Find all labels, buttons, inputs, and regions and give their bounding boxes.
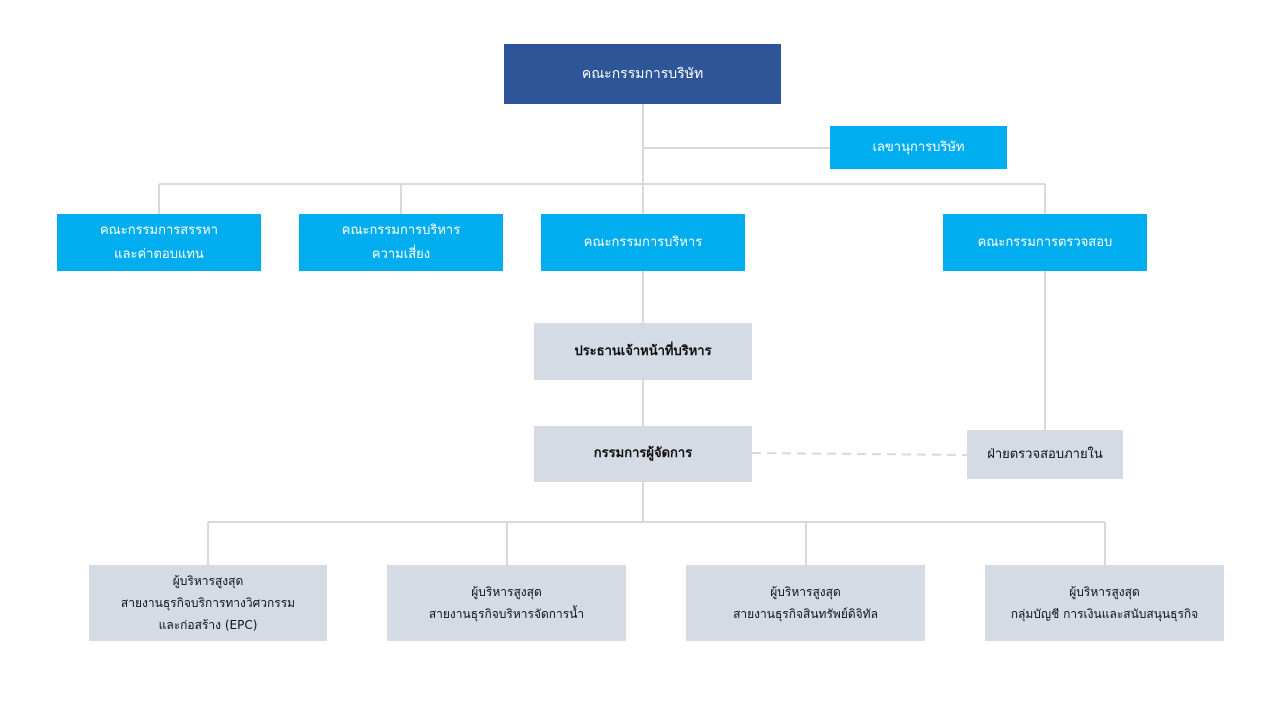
ceo-label: ประธานเจ้าหน้าที่บริหาร [574,343,712,359]
internal-audit-label: ฝ่ายตรวจสอบภายใน [987,446,1103,462]
digital-unit-box: ผู้บริหารสูงสุด สายงานธุรกิจสินทรัพย์ดิจ… [686,565,925,641]
secretary-label: เลขานุการบริษัท [872,139,965,155]
digital-line-1: ผู้บริหารสูงสุด [770,585,841,599]
md-label: กรรมการผู้จัดการ [593,446,693,461]
audit-committee-box: คณะกรรมการตรวจสอบ [943,214,1147,271]
digital-line-2: สายงานธุรกิจสินทรัพย์ดิจิทัล [733,607,878,621]
water-unit-box: ผู้บริหารสูงสุด สายงานธุรกิจบริหารจัดการ… [387,565,626,641]
board-box: คณะกรรมการบริษัท [504,44,781,104]
risk-label-line-2: ความเสี่ยง [371,246,431,262]
executive-label: คณะกรรมการบริหาร [583,234,703,250]
nomination-committee-box: คณะกรรมการสรรหา และค่าตอบแทน [57,214,261,271]
finance-line-2: กลุ่มบัญชี การเงินและสนับสนุนธุรกิจ [1010,607,1199,621]
epc-unit-box: ผู้บริหารสูงสุด สายงานธุรกิจบริการทางวิศ… [89,565,327,641]
water-line-1: ผู้บริหารสูงสุด [471,585,542,599]
audit-label: คณะกรรมการตรวจสอบ [977,234,1113,250]
risk-committee-box: คณะกรรมการบริหาร ความเสี่ยง [299,214,503,271]
ceo-box: ประธานเจ้าหน้าที่บริหาร [534,323,752,380]
finance-line-1: ผู้บริหารสูงสุด [1069,585,1140,599]
secretary-box: เลขานุการบริษัท [830,126,1007,169]
finance-unit-box: ผู้บริหารสูงสุด กลุ่มบัญชี การเงินและสนั… [985,565,1224,641]
nomination-label-line-1: คณะกรรมการสรรหา [99,222,219,238]
nomination-label-line-2: และค่าตอบแทน [114,246,204,262]
executive-committee-box: คณะกรรมการบริหาร [541,214,745,271]
md-box: กรรมการผู้จัดการ [534,426,752,482]
epc-line-2: สายงานธุรกิจบริการทางวิศวกรรม [120,596,296,610]
epc-line-3: และก่อสร้าง (EPC) [158,618,258,632]
board-label: คณะกรรมการบริษัท [581,66,704,82]
water-line-2: สายงานธุรกิจบริหารจัดการน้ำ [428,607,585,621]
internal-audit-box: ฝ่ายตรวจสอบภายใน [967,430,1123,479]
risk-label-line-1: คณะกรรมการบริหาร [341,222,461,238]
md-internal-audit-dashed-link [751,452,968,456]
epc-line-1: ผู้บริหารสูงสุด [172,574,244,588]
